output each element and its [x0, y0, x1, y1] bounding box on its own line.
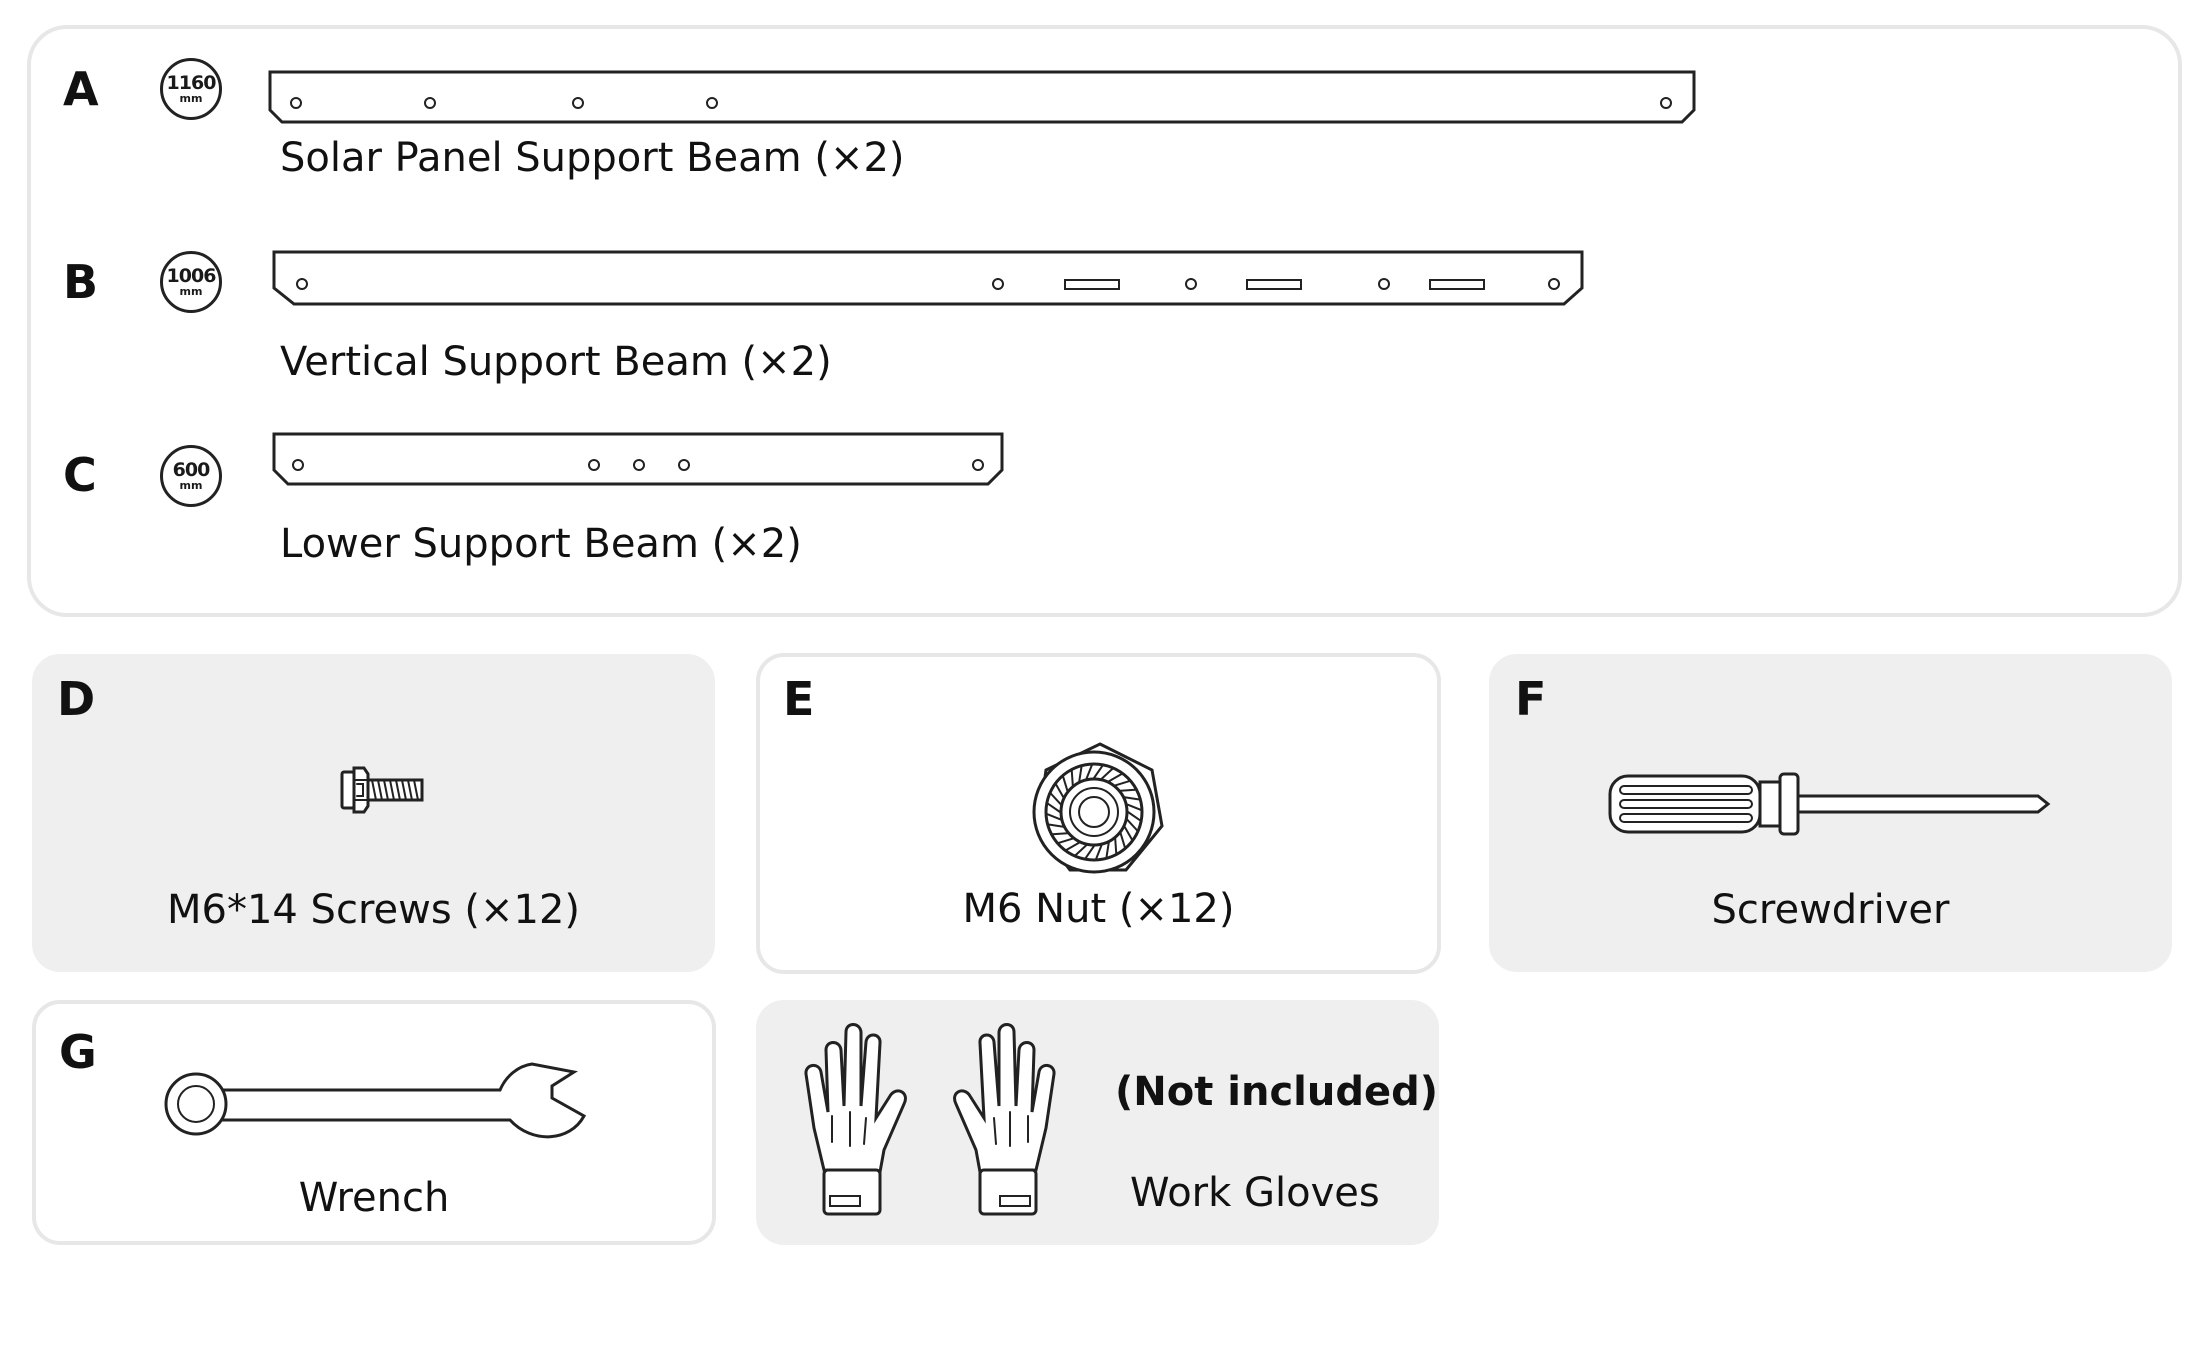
gloves-not-included-note: (Not included) [1115, 1069, 1439, 1115]
left-glove-icon [804, 1023, 907, 1216]
screw-icon [340, 766, 424, 814]
part-g-label: Wrench [298, 1175, 450, 1221]
beam-a-length-badge: 1160 mm [160, 58, 222, 120]
beam-c-length-badge: 600 mm [160, 445, 222, 507]
beam-a-label: Solar Panel Support Beam (×2) [280, 135, 905, 181]
beam-b-illustration [272, 250, 1584, 306]
beam-b-length: 1006 [166, 265, 217, 287]
nut-icon [1032, 742, 1164, 874]
beam-c-length: 600 [172, 459, 211, 481]
beams-panel [27, 25, 2182, 617]
beam-c-label: Lower Support Beam (×2) [280, 521, 802, 567]
beam-b-letter: B [63, 255, 99, 309]
beam-b-length-badge: 1006 mm [160, 251, 222, 313]
part-g-letter: G [59, 1025, 97, 1079]
beam-c-unit: mm [179, 479, 203, 492]
wrench-icon [164, 1062, 587, 1139]
beam-a-illustration [268, 70, 1696, 124]
part-e-label: M6 Nut (×12) [962, 886, 1235, 932]
gloves-label: Work Gloves [1130, 1170, 1380, 1216]
part-g-card [32, 1000, 716, 1245]
beam-b-unit: mm [179, 285, 203, 298]
part-f-letter: F [1515, 672, 1547, 726]
beam-a-length: 1160 [166, 72, 217, 94]
part-f-label: Screwdriver [1711, 887, 1950, 933]
beam-b-label: Vertical Support Beam (×2) [280, 339, 832, 385]
part-d-label: M6*14 Screws (×12) [166, 887, 581, 933]
beam-c-illustration [272, 432, 1004, 486]
screwdriver-icon [1608, 772, 2051, 836]
beam-a-unit: mm [179, 92, 203, 105]
part-d-letter: D [57, 672, 96, 726]
right-glove-icon [953, 1023, 1056, 1216]
part-e-letter: E [783, 672, 815, 726]
part-d-card [32, 654, 715, 972]
beam-a-letter: A [63, 62, 99, 116]
beam-c-letter: C [63, 448, 97, 502]
